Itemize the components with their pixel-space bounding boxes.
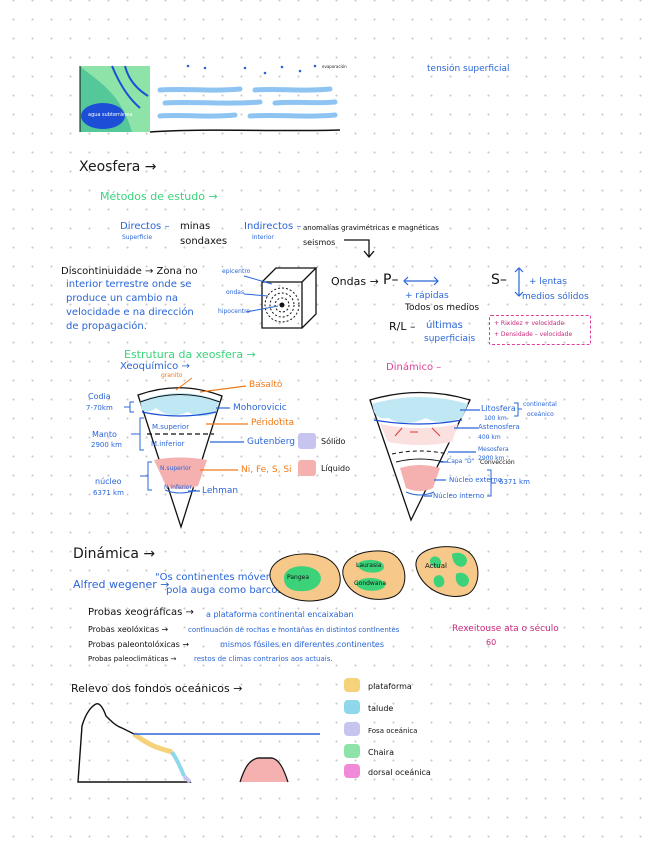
legend-swatch (344, 744, 360, 758)
legend-label: talude (368, 704, 393, 713)
legend-swatch (344, 764, 360, 778)
legend-swatch (344, 722, 360, 736)
legend-label: Fosa oceánica (368, 727, 417, 735)
legend-label: Chaira (368, 748, 394, 757)
legend-swatch (344, 678, 360, 692)
legend-swatch (344, 700, 360, 714)
legend-label: plataforma (368, 682, 412, 691)
legend-label: dorsal oceánica (368, 768, 431, 777)
